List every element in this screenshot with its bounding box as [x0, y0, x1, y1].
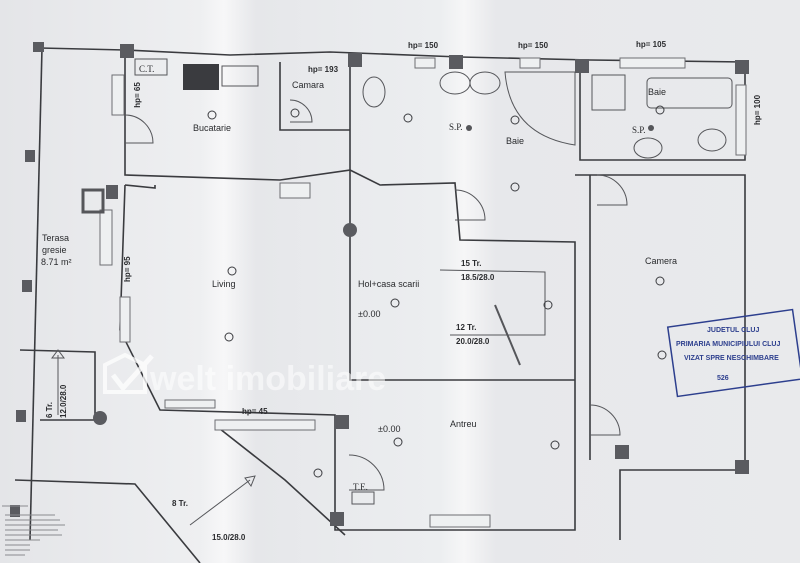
stairs-entry-steps: 8 Tr.: [172, 499, 188, 508]
windows: [99, 57, 747, 528]
washbasin-icon: [633, 137, 663, 159]
kitchen-hp-label: hp= 65: [133, 82, 142, 108]
corner-bathtub-icon: [504, 71, 576, 146]
stairs-terrace-dims: 12.0/28.0: [59, 384, 68, 418]
stairs-lower-dims: 20.0/28.0: [456, 337, 490, 346]
stamp-line-2: PRIMARIA MUNICIPIULUI CLUJ: [676, 341, 780, 348]
watermark: welt imobiliare: [103, 352, 386, 398]
columns: [10, 42, 749, 526]
legend-notes: [2, 505, 65, 556]
terrace-area: 8.71 m²: [41, 257, 72, 267]
boiler-box: [134, 58, 168, 76]
bath1-sp-label: S.P.: [449, 122, 463, 132]
stove-icon: [183, 64, 219, 90]
bathtub-icon: [646, 77, 733, 109]
stairs-terrace-steps: 6 Tr.: [45, 402, 54, 418]
room-label-entrance: Antreu: [450, 419, 477, 429]
chimney-icon: [81, 188, 105, 214]
stairs-entry-dims: 15.0/28.0: [212, 533, 246, 542]
doors: [124, 99, 628, 491]
room-label-bath1: Baie: [506, 136, 524, 146]
living-hp-bottom-label: hp= 45: [242, 407, 268, 416]
toilet-icon: [362, 76, 386, 108]
watermark-text: welt imobiliare: [149, 360, 386, 398]
hall-level: ±0.00: [358, 309, 380, 319]
bath1-hp-label-1: hp= 150: [408, 41, 439, 50]
boiler-label: C.T.: [139, 64, 154, 74]
bath2-sp-label: S.P.: [632, 125, 646, 135]
electric-panel-label: T.E.: [353, 482, 368, 492]
stamp-number: 526: [717, 375, 729, 382]
bath1-hp-label-2: hp= 150: [518, 41, 549, 50]
electric-panel-icon: [351, 491, 375, 505]
room-label-living: Living: [212, 279, 236, 289]
sink-icon: [221, 65, 259, 87]
living-hp-label: hp= 95: [123, 256, 132, 282]
room-label-pantry: Camara: [292, 80, 324, 90]
room-label-bath2: Baie: [648, 87, 666, 97]
terrace-label-2: gresie: [42, 245, 67, 255]
room-label-hall: Hol+casa scarii: [358, 279, 419, 289]
terrace-label-1: Terasa: [42, 233, 69, 243]
bath2-hp-label: hp= 105: [636, 40, 667, 49]
stairs-upper-dims: 18.5/28.0: [461, 273, 495, 282]
stairs-upper-steps: 15 Tr.: [461, 259, 481, 268]
approval-stamp: JUDETUL CLUJ PRIMARIA MUNICIPIULUI CLUJ …: [666, 308, 800, 398]
ceiling-lights: [207, 105, 667, 478]
fixtures: [51, 58, 733, 526]
stamp-line-1: JUDETUL CLUJ: [707, 327, 759, 334]
entrance-level: ±0.00: [378, 424, 400, 434]
stamp-line-3: VIZAT SPRE NESCHIMBARE: [684, 355, 779, 362]
washbasin-icon: [469, 71, 501, 95]
pantry-hp-label: hp= 193: [308, 65, 339, 74]
toilet-icon: [697, 128, 727, 152]
washbasin-icon: [439, 71, 471, 95]
watermark-house-icon: [103, 352, 147, 394]
room-label-bedroom: Camera: [645, 256, 677, 266]
shower-icon: [591, 74, 626, 111]
stairs-lower-steps: 12 Tr.: [456, 323, 476, 332]
room-label-kitchen: Bucatarie: [193, 123, 231, 133]
bath2-hp-right-label: hp= 100: [753, 94, 762, 125]
